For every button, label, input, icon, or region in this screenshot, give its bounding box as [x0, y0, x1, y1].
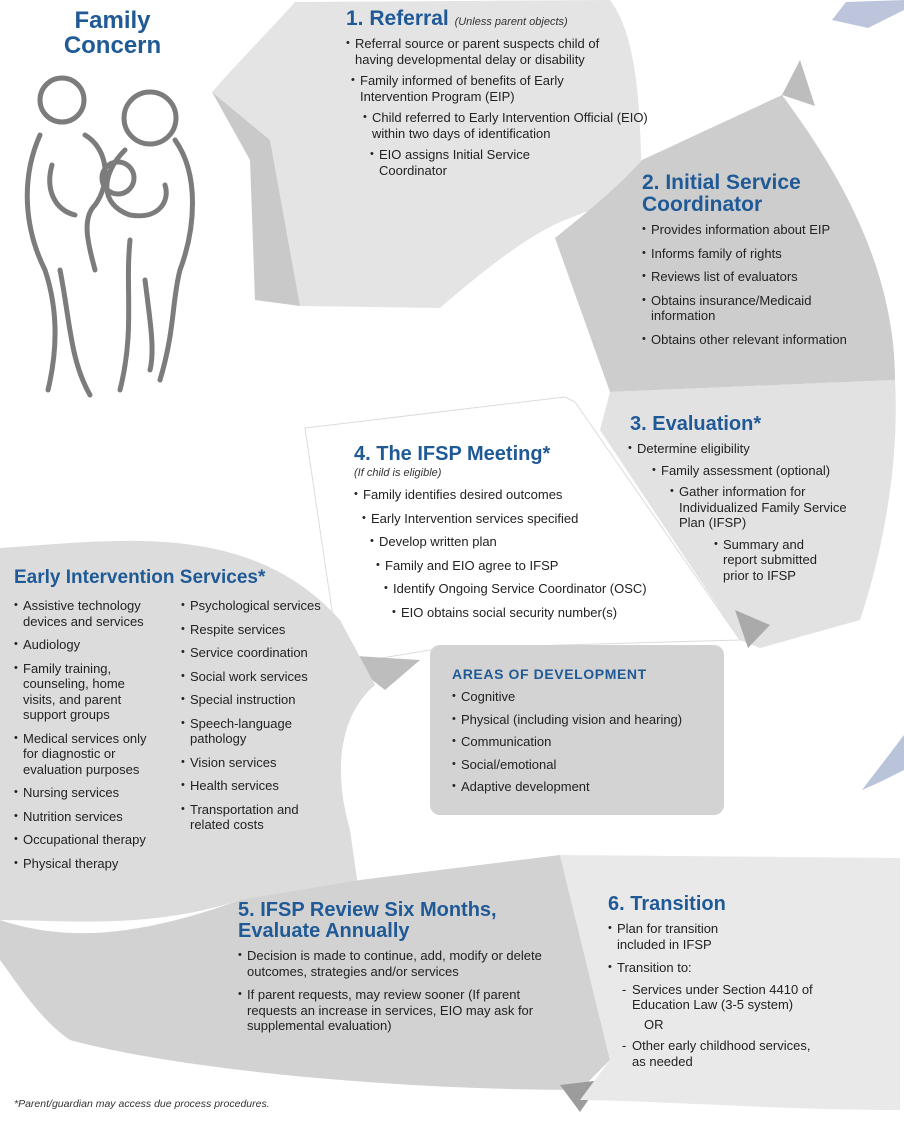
panel-referral-shadow: [212, 92, 300, 306]
transition-list: Plan for transition included in IFSP Tra…: [608, 921, 878, 1069]
transition-sub-item: Services under Section 4410 of Education…: [622, 982, 857, 1013]
ifsp-meeting-item: Early Intervention services specified: [362, 511, 694, 527]
arrow-head-evaluation: [735, 610, 770, 648]
ei-services-title: Early Intervention Services*: [14, 567, 266, 588]
step-transition: 6. Transition Plan for transition includ…: [608, 894, 878, 1069]
footnote: *Parent/guardian may access due process …: [14, 1098, 270, 1110]
referral-title: 1. Referral (Unless parent objects): [346, 7, 646, 30]
referral-title-text: 1. Referral: [346, 7, 449, 30]
family-illustration: [24, 75, 195, 398]
referral-item: EIO assigns Initial Service Coordinator: [370, 147, 589, 178]
ifsp-meeting-item: Develop written plan: [370, 534, 694, 550]
ei-services-list-1: Assistive technology devices and service…: [14, 598, 174, 871]
ifsp-review-title-line1: 5. IFSP Review Six Months,: [238, 899, 497, 921]
decorative-star-top-right: [832, 0, 904, 28]
ei-service-item: Nursing services: [14, 785, 174, 801]
evaluation-item: Gather information for Individualized Fa…: [670, 484, 849, 531]
ifsp-meeting-title: 4. The IFSP Meeting*: [354, 443, 551, 465]
coordinator-item: Obtains insurance/Medicaid information: [642, 293, 851, 324]
ei-service-item: Health services: [181, 778, 346, 794]
ei-service-item: Nutrition services: [14, 809, 174, 825]
ei-service-item: Vision services: [181, 755, 346, 771]
ei-service-item: Psychological services: [181, 598, 346, 614]
ei-service-item: Occupational therapy: [14, 832, 174, 848]
ei-service-item: Speech-language pathology: [181, 716, 320, 747]
ifsp-meeting-subtitle: (If child is eligible): [354, 467, 442, 479]
coordinator-item: Reviews list of evaluators: [642, 269, 892, 285]
ei-services: Early Intervention Services*: [14, 568, 344, 588]
evaluation-list: Determine eligibility Family assessment …: [628, 441, 888, 583]
ifsp-review-item: If parent requests, may review sooner (I…: [238, 987, 547, 1034]
coordinator-title-line1: 2. Initial Service: [642, 171, 801, 194]
ei-services-col1: Assistive technology devices and service…: [14, 592, 174, 871]
ei-service-item: Special instruction: [181, 692, 346, 708]
ifsp-meeting-item: EIO obtains social security number(s): [392, 605, 694, 621]
referral-item: Child referred to Early Intervention Off…: [363, 110, 657, 141]
family-concern-block: Family Concern: [40, 8, 185, 58]
coordinator-item: Informs family of rights: [642, 246, 892, 262]
family-title-line2: Concern: [63, 32, 162, 60]
step-referral: 1. Referral (Unless parent objects) Refe…: [346, 7, 648, 178]
areas-item: Physical (including vision and hearing): [452, 712, 720, 728]
coordinator-list: Provides information about EIP Informs f…: [642, 222, 892, 347]
referral-subtitle: (Unless parent objects): [454, 16, 568, 28]
decorative-star-right: [862, 735, 904, 790]
ei-services-list-2: Psychological services Respite services …: [181, 598, 346, 833]
step-ifsp-meeting: 4. The IFSP Meeting* (If child is eligib…: [354, 444, 694, 620]
coordinator-title: 2. Initial Service Coordinator: [642, 171, 892, 217]
ei-service-item: Physical therapy: [14, 856, 174, 872]
ifsp-review-title: 5. IFSP Review Six Months, Evaluate Annu…: [238, 900, 563, 942]
referral-item: Referral source or parent suspects child…: [346, 36, 640, 67]
evaluation-item: Determine eligibility: [628, 441, 888, 457]
arrow-head-coordinator: [782, 60, 815, 106]
ei-service-item: Assistive technology devices and service…: [14, 598, 174, 629]
step-ifsp-review: 5. IFSP Review Six Months, Evaluate Annu…: [238, 900, 563, 1034]
evaluation-item: Summary and report submitted prior to IF…: [714, 537, 833, 584]
coordinator-title-line2: Coordinator: [642, 193, 763, 217]
panel-areas-of-development: [430, 645, 724, 815]
ei-service-item: Family training, counseling, home visits…: [14, 661, 151, 723]
transition-sub-item: Other early childhood services, as neede…: [622, 1038, 817, 1069]
ei-service-item: Audiology: [14, 637, 174, 653]
step-initial-coordinator: 2. Initial Service Coordinator Provides …: [642, 171, 892, 347]
coordinator-item: Provides information about EIP: [642, 222, 892, 238]
ei-services-col2: Psychological services Respite services …: [181, 592, 346, 833]
ifsp-meeting-list: Family identifies desired outcomes Early…: [354, 487, 694, 620]
family-title-line1: Family: [74, 7, 151, 34]
ifsp-meeting-item: Identify Ongoing Service Coordinator (OS…: [384, 581, 694, 597]
ifsp-review-title-line2: Evaluate Annually: [238, 920, 410, 942]
referral-item: Family informed of benefits of Early Int…: [351, 73, 620, 104]
areas-of-development: AREAS OF DEVELOPMENT Cognitive Physical …: [452, 666, 720, 795]
ifsp-meeting-item: Family and EIO agree to IFSP: [376, 558, 694, 574]
transition-title: 6. Transition: [608, 893, 726, 915]
ei-service-item: Respite services: [181, 622, 346, 638]
areas-item: Social/emotional: [452, 757, 720, 773]
ifsp-review-list: Decision is made to continue, add, modif…: [238, 948, 563, 1034]
ei-service-item: Social work services: [181, 669, 346, 685]
family-concern-title: Family Concern: [40, 8, 185, 58]
transition-item: Transition to:: [608, 960, 878, 976]
areas-item: Cognitive: [452, 689, 720, 705]
step-evaluation: 3. Evaluation* Determine eligibility Fam…: [628, 414, 888, 583]
ei-service-item: Transportation and related costs: [181, 802, 330, 833]
areas-item: Communication: [452, 734, 720, 750]
coordinator-item: Obtains other relevant information: [642, 332, 892, 348]
transition-item: Plan for transition included in IFSP: [608, 921, 767, 952]
ifsp-review-item: Decision is made to continue, add, modif…: [238, 948, 547, 979]
transition-or: OR: [644, 1016, 664, 1032]
areas-list: Cognitive Physical (including vision and…: [452, 689, 720, 795]
ei-service-item: Service coordination: [181, 645, 346, 661]
ei-service-item: Medical services only for diagnostic or …: [14, 731, 151, 778]
evaluation-item: Family assessment (optional): [652, 463, 888, 479]
referral-list: Referral source or parent suspects child…: [346, 36, 648, 178]
areas-title: AREAS OF DEVELOPMENT: [452, 666, 647, 682]
ifsp-meeting-item: Family identifies desired outcomes: [354, 487, 694, 503]
evaluation-title: 3. Evaluation*: [630, 413, 762, 435]
areas-item: Adaptive development: [452, 779, 720, 795]
